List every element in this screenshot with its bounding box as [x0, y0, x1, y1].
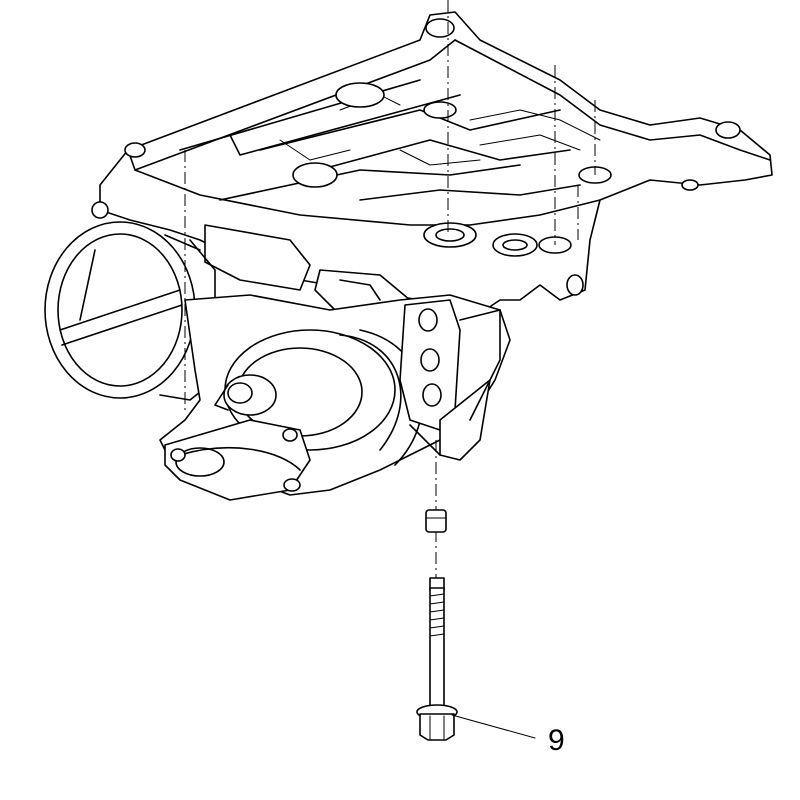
- housing-round-end: [44, 221, 216, 401]
- spacer: [425, 509, 447, 533]
- callout-number: 9: [548, 724, 565, 757]
- bolt: [416, 577, 458, 741]
- carrier-housing: [91, 11, 773, 321]
- oil-pump-housing: [159, 294, 511, 501]
- boss-top: [425, 18, 455, 38]
- assembly-centerlines: [184, 0, 596, 580]
- callout-leader: [451, 714, 536, 739]
